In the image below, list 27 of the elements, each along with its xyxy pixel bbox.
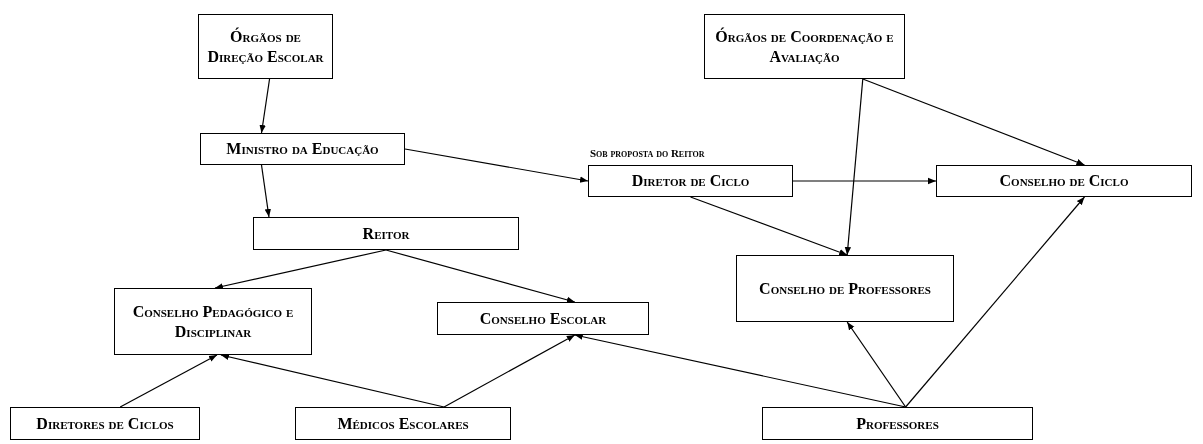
org-box: Ministro da Educação (200, 133, 405, 165)
org-box: Diretor de Ciclo (588, 165, 793, 197)
arrow (844, 78, 864, 256)
arrow (905, 196, 1086, 408)
org-box: Conselho Pedagógico e Disciplinar (114, 288, 312, 355)
arrow (689, 196, 848, 256)
org-box: Conselho de Professores (736, 255, 954, 322)
org-box: Conselho Escolar (437, 302, 649, 335)
org-box: Médicos Escolares (295, 407, 511, 440)
org-box: Órgãos de Direção Escolar (198, 14, 333, 79)
org-box: Reitor (253, 217, 519, 250)
arrow (220, 353, 445, 408)
arrow (259, 78, 271, 134)
arrow (385, 249, 576, 303)
org-box: Órgãos de Coordenação e Avaliação (704, 14, 905, 79)
arrow (260, 164, 271, 218)
arrow (214, 249, 387, 290)
arrow (846, 321, 907, 408)
org-box: Professores (762, 407, 1033, 440)
arrow (443, 334, 576, 408)
org-box: Conselho de Ciclo (936, 165, 1192, 197)
arrow (792, 177, 937, 185)
arrow (404, 148, 589, 183)
note-text: Sob proposta do Reitor (590, 147, 705, 159)
arrow (119, 354, 218, 408)
org-box: Diretores de Ciclos (10, 407, 200, 440)
arrow (862, 78, 1086, 166)
